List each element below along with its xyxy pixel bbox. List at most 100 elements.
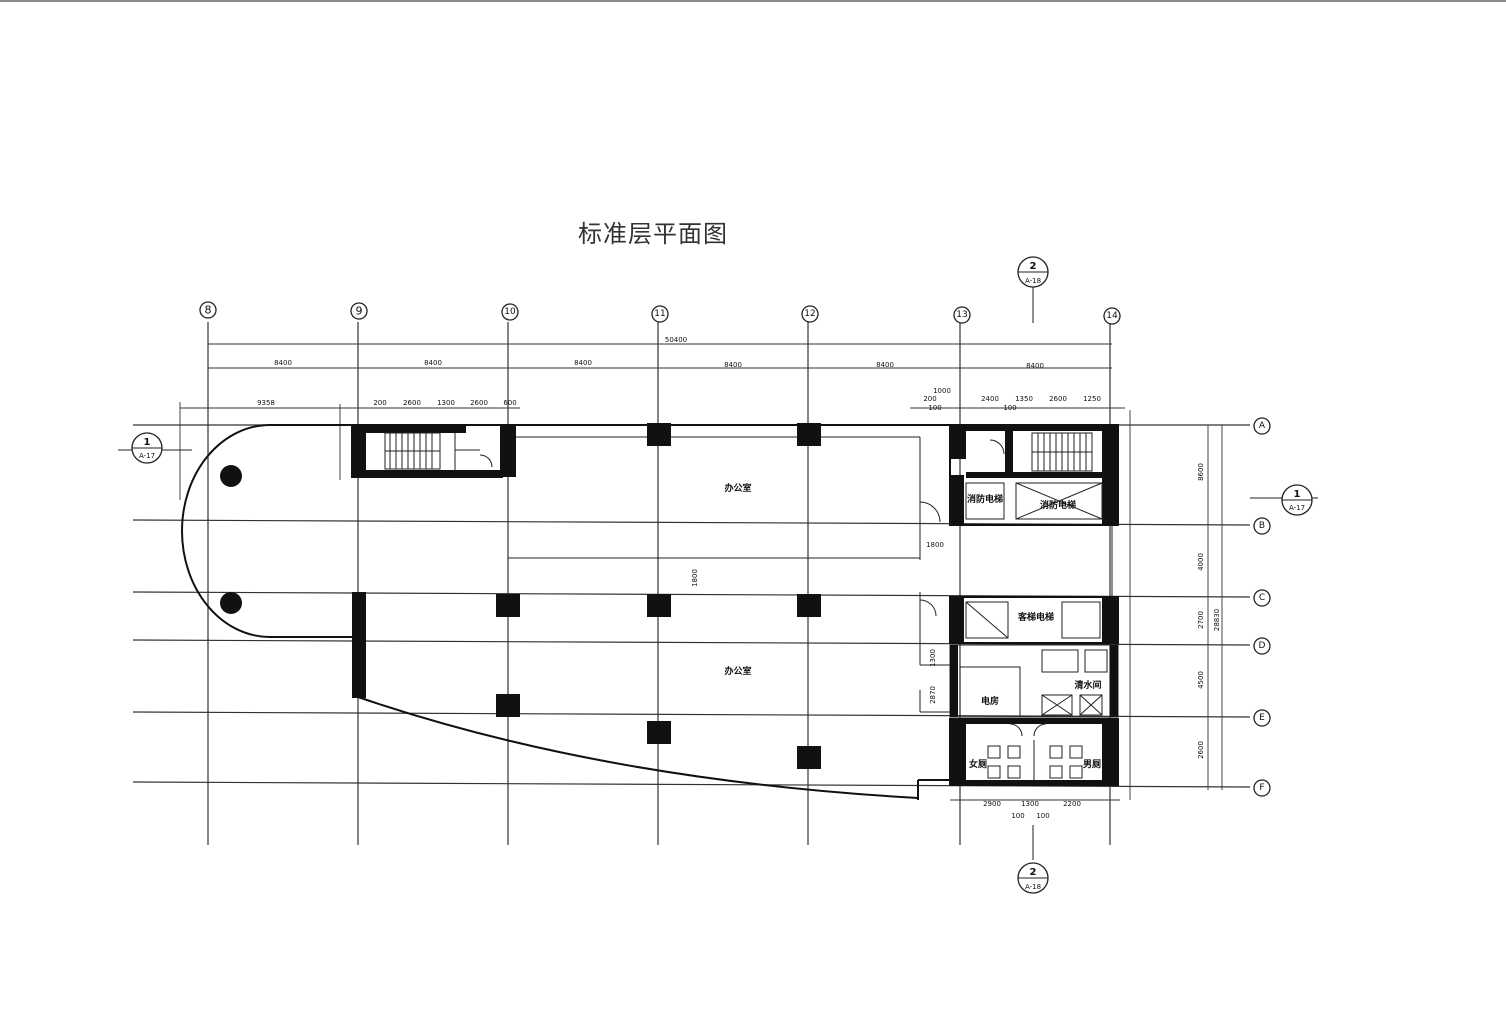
- axis-bubble-13: [953, 306, 971, 324]
- column: [797, 423, 821, 446]
- dim-stair-2: 2600: [403, 399, 421, 407]
- section-top-number: 2: [1030, 261, 1037, 272]
- column: [797, 746, 821, 769]
- dim-interior-2: 1800: [691, 569, 699, 587]
- top-dimension-lines: [179, 343, 1125, 500]
- room-office-upper: 办公室: [724, 482, 751, 494]
- dim-core-7: 100: [1003, 404, 1016, 412]
- dim-bay-1: 8400: [274, 359, 292, 367]
- axis-label-12: 12: [804, 309, 815, 319]
- axis-label-13: 13: [956, 310, 967, 320]
- horizontal-grid-lines: [132, 424, 1251, 788]
- curved-west-facade: [181, 424, 271, 638]
- section-mark-right: 1 A-17: [1250, 484, 1318, 516]
- axis-label-14: 14: [1106, 311, 1118, 321]
- axis-label-9: 9: [356, 305, 363, 318]
- dim-bay-5: 8400: [876, 361, 894, 369]
- dim-interior-3: 1300: [929, 649, 937, 667]
- axis-label-d: D: [1259, 641, 1266, 651]
- dim-right-total: 28830: [1213, 609, 1221, 631]
- right-dimension-texts: 8600 4000 2700 4500 2600 28830: [1197, 463, 1221, 759]
- dim-bay-4: 8400: [724, 361, 742, 369]
- axis-bubbles-vertical: 8 9 10 11 12 13 14: [199, 301, 1121, 325]
- column: [496, 694, 520, 717]
- dim-stair-4: 2600: [470, 399, 488, 407]
- section-right-number: 1: [1294, 489, 1301, 500]
- section-top-sheet: A-18: [1025, 277, 1041, 285]
- column: [647, 721, 671, 744]
- dim-overall: 50400: [665, 336, 687, 344]
- dim-core-3: 2400: [981, 395, 999, 403]
- axis-bubble-c: [1253, 589, 1271, 607]
- dim-bay-3: 8400: [574, 359, 592, 367]
- room-women-wc: 女厕: [969, 758, 987, 770]
- axis-bubble-11: [651, 305, 669, 323]
- dim-bottom-4: 100: [1011, 812, 1024, 820]
- dim-stair-1: 200: [373, 399, 386, 407]
- dim-interior-1: 1800: [926, 541, 944, 549]
- dim-right-1: 8600: [1197, 463, 1205, 481]
- room-men-wc: 男厕: [1083, 759, 1101, 770]
- curved-south-facade: [357, 696, 919, 799]
- drawing-title: 标准层平面图: [578, 220, 728, 248]
- grid-line-f: [132, 781, 1251, 788]
- bottom-dimension: 2900 1300 2200 100 100: [950, 799, 1120, 820]
- section-right-sheet: A-17: [1289, 504, 1305, 512]
- round-column: [220, 465, 242, 487]
- axis-label-e: E: [1259, 713, 1265, 723]
- elevator-bank: [919, 596, 1119, 644]
- dim-core-5: 2600: [1049, 395, 1067, 403]
- building-outline: [181, 424, 960, 800]
- column: [797, 594, 821, 617]
- axis-bubble-d: [1253, 637, 1271, 655]
- room-fire-elevator-right: 消防电梯: [1040, 499, 1076, 511]
- axis-label-10: 10: [504, 307, 516, 317]
- dim-stair-5: 600: [503, 399, 516, 407]
- room-labels: 办公室 办公室 消防电梯 消防电梯 客梯电梯 电房 清水间 女厕 男厕: [724, 482, 1101, 770]
- axis-bubble-9: [350, 302, 368, 320]
- dim-bottom-3: 2200: [1063, 800, 1081, 808]
- dim-right-2: 4000: [1197, 553, 1205, 571]
- section-bottom-sheet: A-18: [1025, 883, 1041, 891]
- dim-bay-6: 8400: [1026, 362, 1044, 370]
- toilets: [949, 718, 1119, 786]
- section-mark-bottom: 2 A-18: [1017, 825, 1049, 894]
- square-columns: [496, 423, 821, 769]
- right-dimension-lines: [1129, 410, 1223, 800]
- axis-bubble-b: [1253, 517, 1271, 535]
- room-passenger-elevator: 客梯电梯: [1017, 611, 1054, 623]
- dim-core-1: 1000: [933, 387, 951, 395]
- dim-bottom-5: 100: [1036, 812, 1049, 820]
- dim-right-4: 4500: [1197, 671, 1205, 689]
- room-fire-elevator-left: 消防电梯: [967, 493, 1003, 505]
- right-core: [919, 424, 1119, 526]
- axis-bubble-12: [801, 305, 819, 323]
- axis-bubble-f: [1253, 779, 1271, 797]
- grid-line-d: [132, 639, 1251, 646]
- section-mark-top: 2 A-18: [1017, 256, 1049, 323]
- grid-line-e: [132, 711, 1251, 718]
- room-electric: 电房: [981, 695, 999, 707]
- column: [496, 594, 520, 617]
- dim-interior-4: 2870: [929, 686, 937, 704]
- axis-bubble-10: [501, 303, 519, 321]
- column: [647, 423, 671, 446]
- section-left-number: 1: [144, 437, 151, 448]
- axis-label-11: 11: [654, 309, 665, 319]
- top-dimension-texts: 50400 8400 8400 8400 8400 8400 8400 9358…: [257, 336, 1101, 412]
- axis-label-8: 8: [205, 304, 212, 317]
- dim-left-offset: 9358: [257, 399, 275, 407]
- dim-core-6: 1250: [1083, 395, 1101, 403]
- column: [647, 594, 671, 617]
- dim-bay-2: 8400: [424, 359, 442, 367]
- section-left-sheet: A-17: [139, 452, 155, 460]
- section-mark-left: 1 A-17: [118, 432, 192, 464]
- axis-bubble-a: [1253, 417, 1271, 435]
- service-rooms: [949, 644, 1119, 718]
- dim-stair-3: 1300: [437, 399, 455, 407]
- shear-wall-axis-9: [352, 592, 366, 698]
- axis-label-b: B: [1259, 521, 1265, 531]
- dim-right-3: 2700: [1197, 611, 1205, 629]
